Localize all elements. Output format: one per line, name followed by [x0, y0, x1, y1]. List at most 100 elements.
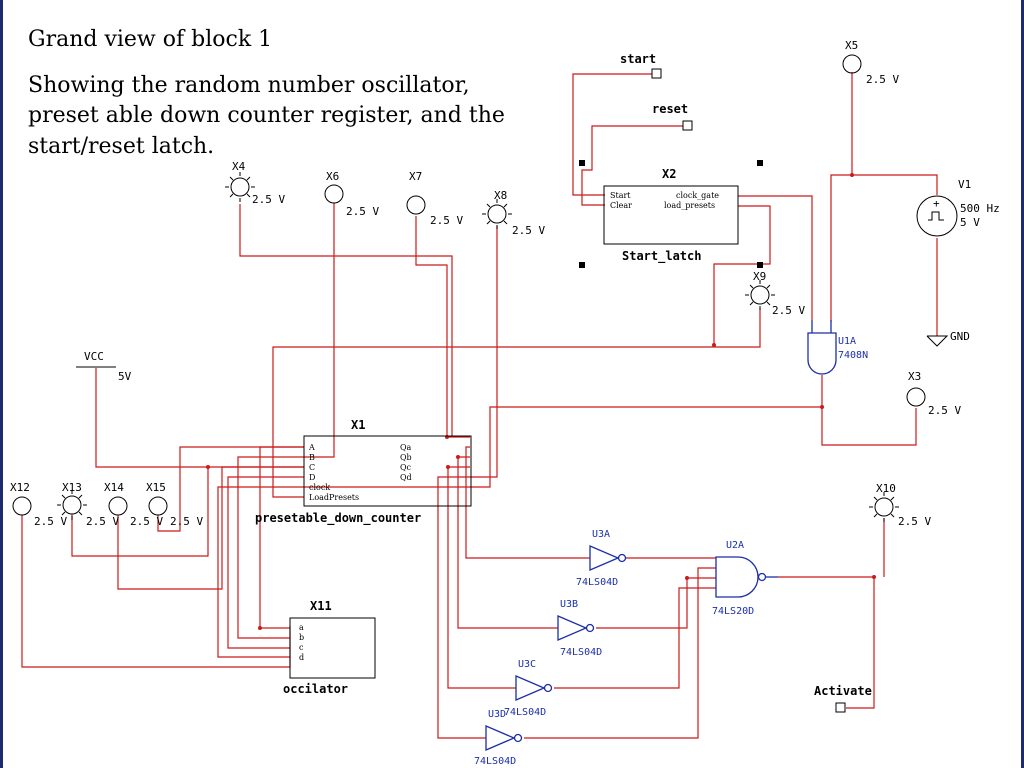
svg-text:2.5 V: 2.5 V: [928, 404, 961, 417]
latch-pin-start: Start: [610, 191, 631, 200]
svg-text:2.5 V: 2.5 V: [346, 205, 379, 218]
probe-glow-icon: [869, 492, 899, 522]
source-symbol: [916, 195, 958, 237]
source-plus-sign: +: [933, 197, 940, 210]
counter-pin-qb: Qb: [400, 453, 412, 462]
svg-text:2.5 V: 2.5 V: [512, 224, 545, 237]
probe-x12[interactable]: X12 2.5 V: [10, 481, 67, 528]
svg-text:X13: X13: [62, 481, 82, 494]
activate-port[interactable]: [835, 702, 846, 713]
probe-x10[interactable]: X10 2.5 V: [869, 482, 931, 528]
square-wave-icon: [928, 211, 944, 221]
oscillator-pin-b: b: [299, 633, 304, 642]
counter-pin-b: B: [309, 453, 315, 462]
slide-subtitle-line-2: preset able down counter register, and t…: [28, 103, 505, 128]
inverter-u3c[interactable]: U3C 74LS04D: [504, 659, 553, 718]
slide-subtitle-line-1: Showing the random number oscillator,: [28, 73, 470, 98]
svg-text:74LS20D: 74LS20D: [712, 606, 754, 617]
svg-text:X9: X9: [753, 270, 766, 283]
svg-text:X7: X7: [409, 170, 422, 183]
start-port[interactable]: [651, 68, 662, 79]
svg-text:X15: X15: [146, 481, 166, 494]
inverter-u3a[interactable]: U3A 74LS04D: [576, 529, 627, 588]
latch-pin-load-presets: load_presets: [664, 201, 715, 210]
start-port-label: start: [620, 52, 656, 66]
svg-text:U3B: U3B: [560, 599, 578, 610]
probe-x15[interactable]: X15 2.5 V: [146, 481, 203, 528]
inverter-u3b[interactable]: U3B 74LS04D: [557, 599, 602, 658]
probe-x14[interactable]: X14 2.5 V: [104, 481, 163, 528]
svg-text:X3: X3: [908, 370, 921, 383]
counter-pin-qc: Qc: [400, 463, 412, 472]
probe-x9[interactable]: X9 2.5 V: [745, 270, 805, 317]
clock-source[interactable]: V1 + 500 Hz 5 V GND: [916, 178, 1000, 347]
svg-text:X10: X10: [876, 482, 896, 495]
probe-x7[interactable]: X7 2.5 V: [406, 170, 463, 227]
wire-network: [21, 72, 938, 739]
latch-pin-clock-gate: clock_gate: [676, 191, 719, 200]
ground-label: GND: [950, 330, 970, 343]
svg-text:X8: X8: [494, 189, 507, 202]
and-gate-u1a[interactable]: U1A 7408N: [807, 320, 868, 375]
nand-gate-u2a[interactable]: U2A 74LS20D: [712, 540, 778, 617]
svg-text:X5: X5: [845, 39, 858, 52]
counter-pin-loadpresets: LoadPresets: [309, 493, 359, 502]
selection-handles: [579, 160, 763, 268]
svg-text:2.5 V: 2.5 V: [772, 304, 805, 317]
probe-x5[interactable]: X5 2.5 V: [842, 39, 899, 86]
inverter-u3d[interactable]: U3D 74LS04D: [474, 709, 523, 767]
oscillator-block[interactable]: X11 a b c d occilator: [283, 599, 376, 696]
latch-body: [603, 185, 739, 245]
vcc-voltage: 5V: [118, 370, 132, 383]
reset-port-label: reset: [652, 102, 688, 116]
counter-pin-a: A: [308, 443, 315, 452]
svg-text:2.5 V: 2.5 V: [34, 515, 67, 528]
oscillator-body: [289, 617, 376, 679]
down-counter[interactable]: X1 A B C D clock LoadPresets Qa Qb Qc Qd…: [255, 418, 472, 526]
counter-pin-qd: Qd: [400, 473, 412, 482]
vcc-supply: VCC 5V: [76, 350, 132, 383]
probe-x4[interactable]: X4 2.5 V: [225, 160, 285, 206]
probe-x8[interactable]: X8 2.5 V: [482, 189, 545, 237]
svg-text:2.5 V: 2.5 V: [430, 214, 463, 227]
oscillator-pin-c: c: [299, 643, 304, 652]
counter-pin-clock: clock: [309, 483, 330, 492]
slide-title: Grand view of block 1: [28, 27, 272, 52]
oscillator-name: occilator: [283, 682, 348, 696]
svg-text:X14: X14: [104, 481, 124, 494]
svg-text:2.5 V: 2.5 V: [86, 515, 119, 528]
latch-pin-clear: Clear: [610, 201, 632, 210]
svg-text:U3C: U3C: [518, 659, 536, 670]
probe-glow-icon: [57, 490, 87, 520]
svg-text:2.5 V: 2.5 V: [898, 515, 931, 528]
vcc-label: VCC: [84, 350, 104, 363]
oscillator-pin-d: d: [299, 653, 304, 662]
source-voltage: 5 V: [960, 216, 980, 229]
reset-port[interactable]: [682, 120, 693, 131]
svg-text:7408N: 7408N: [838, 350, 868, 361]
svg-text:X6: X6: [326, 170, 339, 183]
slide-subtitle-line-3: start/reset latch.: [28, 134, 214, 159]
svg-text:U3A: U3A: [592, 529, 610, 540]
svg-text:74LS04D: 74LS04D: [504, 707, 546, 718]
latch-name: Start_latch: [622, 249, 701, 264]
wire-junctions: [206, 173, 876, 630]
latch-ref: X2: [662, 167, 676, 181]
ground-icon: [926, 335, 949, 347]
svg-text:2.5 V: 2.5 V: [866, 73, 899, 86]
start-latch[interactable]: X2 Start Clear clock_gate load_presets S…: [603, 167, 739, 264]
probe-glow-icon: [225, 172, 255, 202]
source-ref: V1: [958, 178, 971, 191]
probe-x3[interactable]: X3 2.5 V: [906, 370, 961, 417]
svg-text:2.5 V: 2.5 V: [252, 193, 285, 206]
activate-port-label: Activate: [814, 684, 872, 698]
oscillator-ref: X11: [310, 599, 332, 613]
svg-text:U1A: U1A: [838, 336, 856, 347]
counter-ref: X1: [351, 418, 365, 432]
counter-pin-c: C: [309, 463, 315, 472]
probe-x13[interactable]: X13 2.5 V: [57, 481, 119, 528]
svg-text:2.5 V: 2.5 V: [170, 515, 203, 528]
source-frequency: 500 Hz: [960, 202, 1000, 215]
probe-x6[interactable]: X6 2.5 V: [324, 170, 379, 218]
